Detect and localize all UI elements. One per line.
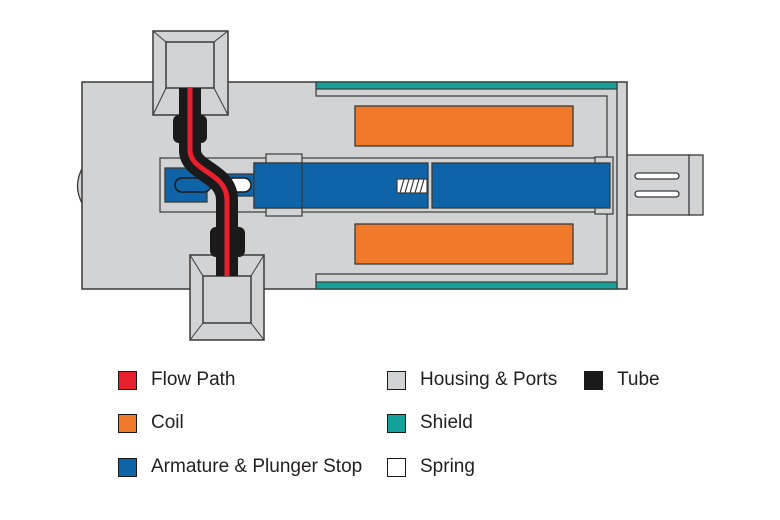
legend-swatch-coil [118, 413, 137, 433]
rear-connector [619, 154, 704, 216]
legend-swatch-spring [387, 457, 406, 477]
shield [315, 81, 618, 290]
legend-item-flow-path: Flow Path [118, 369, 235, 391]
legend-swatch-shield [387, 413, 406, 433]
legend-swatch-armature [118, 457, 137, 477]
legend-label-armature: Armature & Plunger Stop [151, 456, 363, 477]
coil [354, 105, 574, 265]
legend-swatch-tube [584, 370, 603, 390]
spring [396, 178, 428, 194]
legend-label-coil: Coil [151, 412, 184, 433]
legend-item-tube: Tube [584, 369, 660, 391]
legend-swatch-flow-path [118, 370, 137, 390]
legend-swatch-housing [387, 370, 406, 390]
legend-label-flow-path: Flow Path [151, 369, 236, 390]
legend-label-spring: Spring [420, 456, 475, 477]
flow-path-line [187, 88, 230, 276]
legend-item-coil: Coil [118, 412, 184, 434]
legend-item-shield: Shield [387, 412, 473, 434]
legend-item-armature: Armature & Plunger Stop [118, 456, 362, 478]
legend-label-housing: Housing & Ports [420, 369, 558, 390]
legend-label-tube: Tube [617, 369, 660, 390]
legend-item-spring: Spring [387, 456, 475, 478]
legend-item-housing: Housing & Ports [387, 369, 557, 391]
legend-label-shield: Shield [420, 412, 473, 433]
